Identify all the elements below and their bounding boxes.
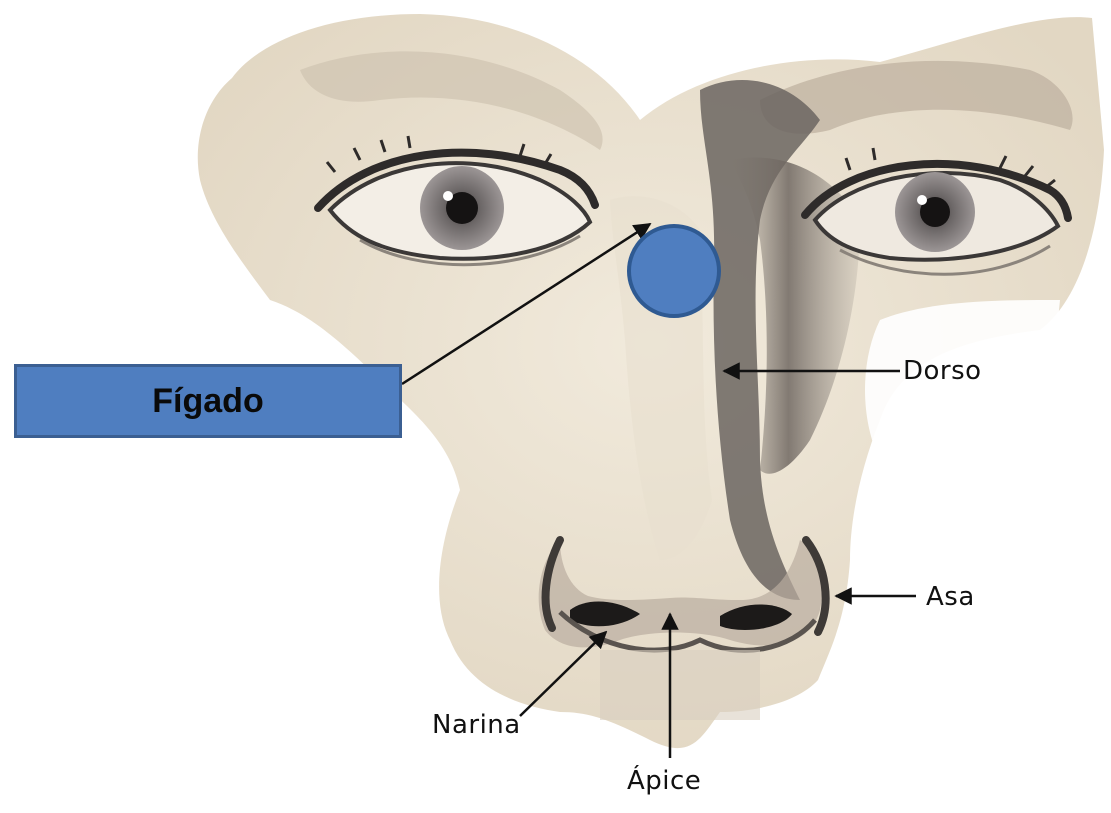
asa-label: Asa (926, 584, 975, 610)
liver-callout-label: Fígado (152, 382, 263, 421)
narina-label: Narina (432, 712, 521, 738)
dorso-label: Dorso (903, 358, 982, 384)
apice-label: Ápice (627, 768, 701, 794)
liver-point-marker (629, 226, 719, 316)
liver-callout-box: Fígado (14, 364, 402, 438)
